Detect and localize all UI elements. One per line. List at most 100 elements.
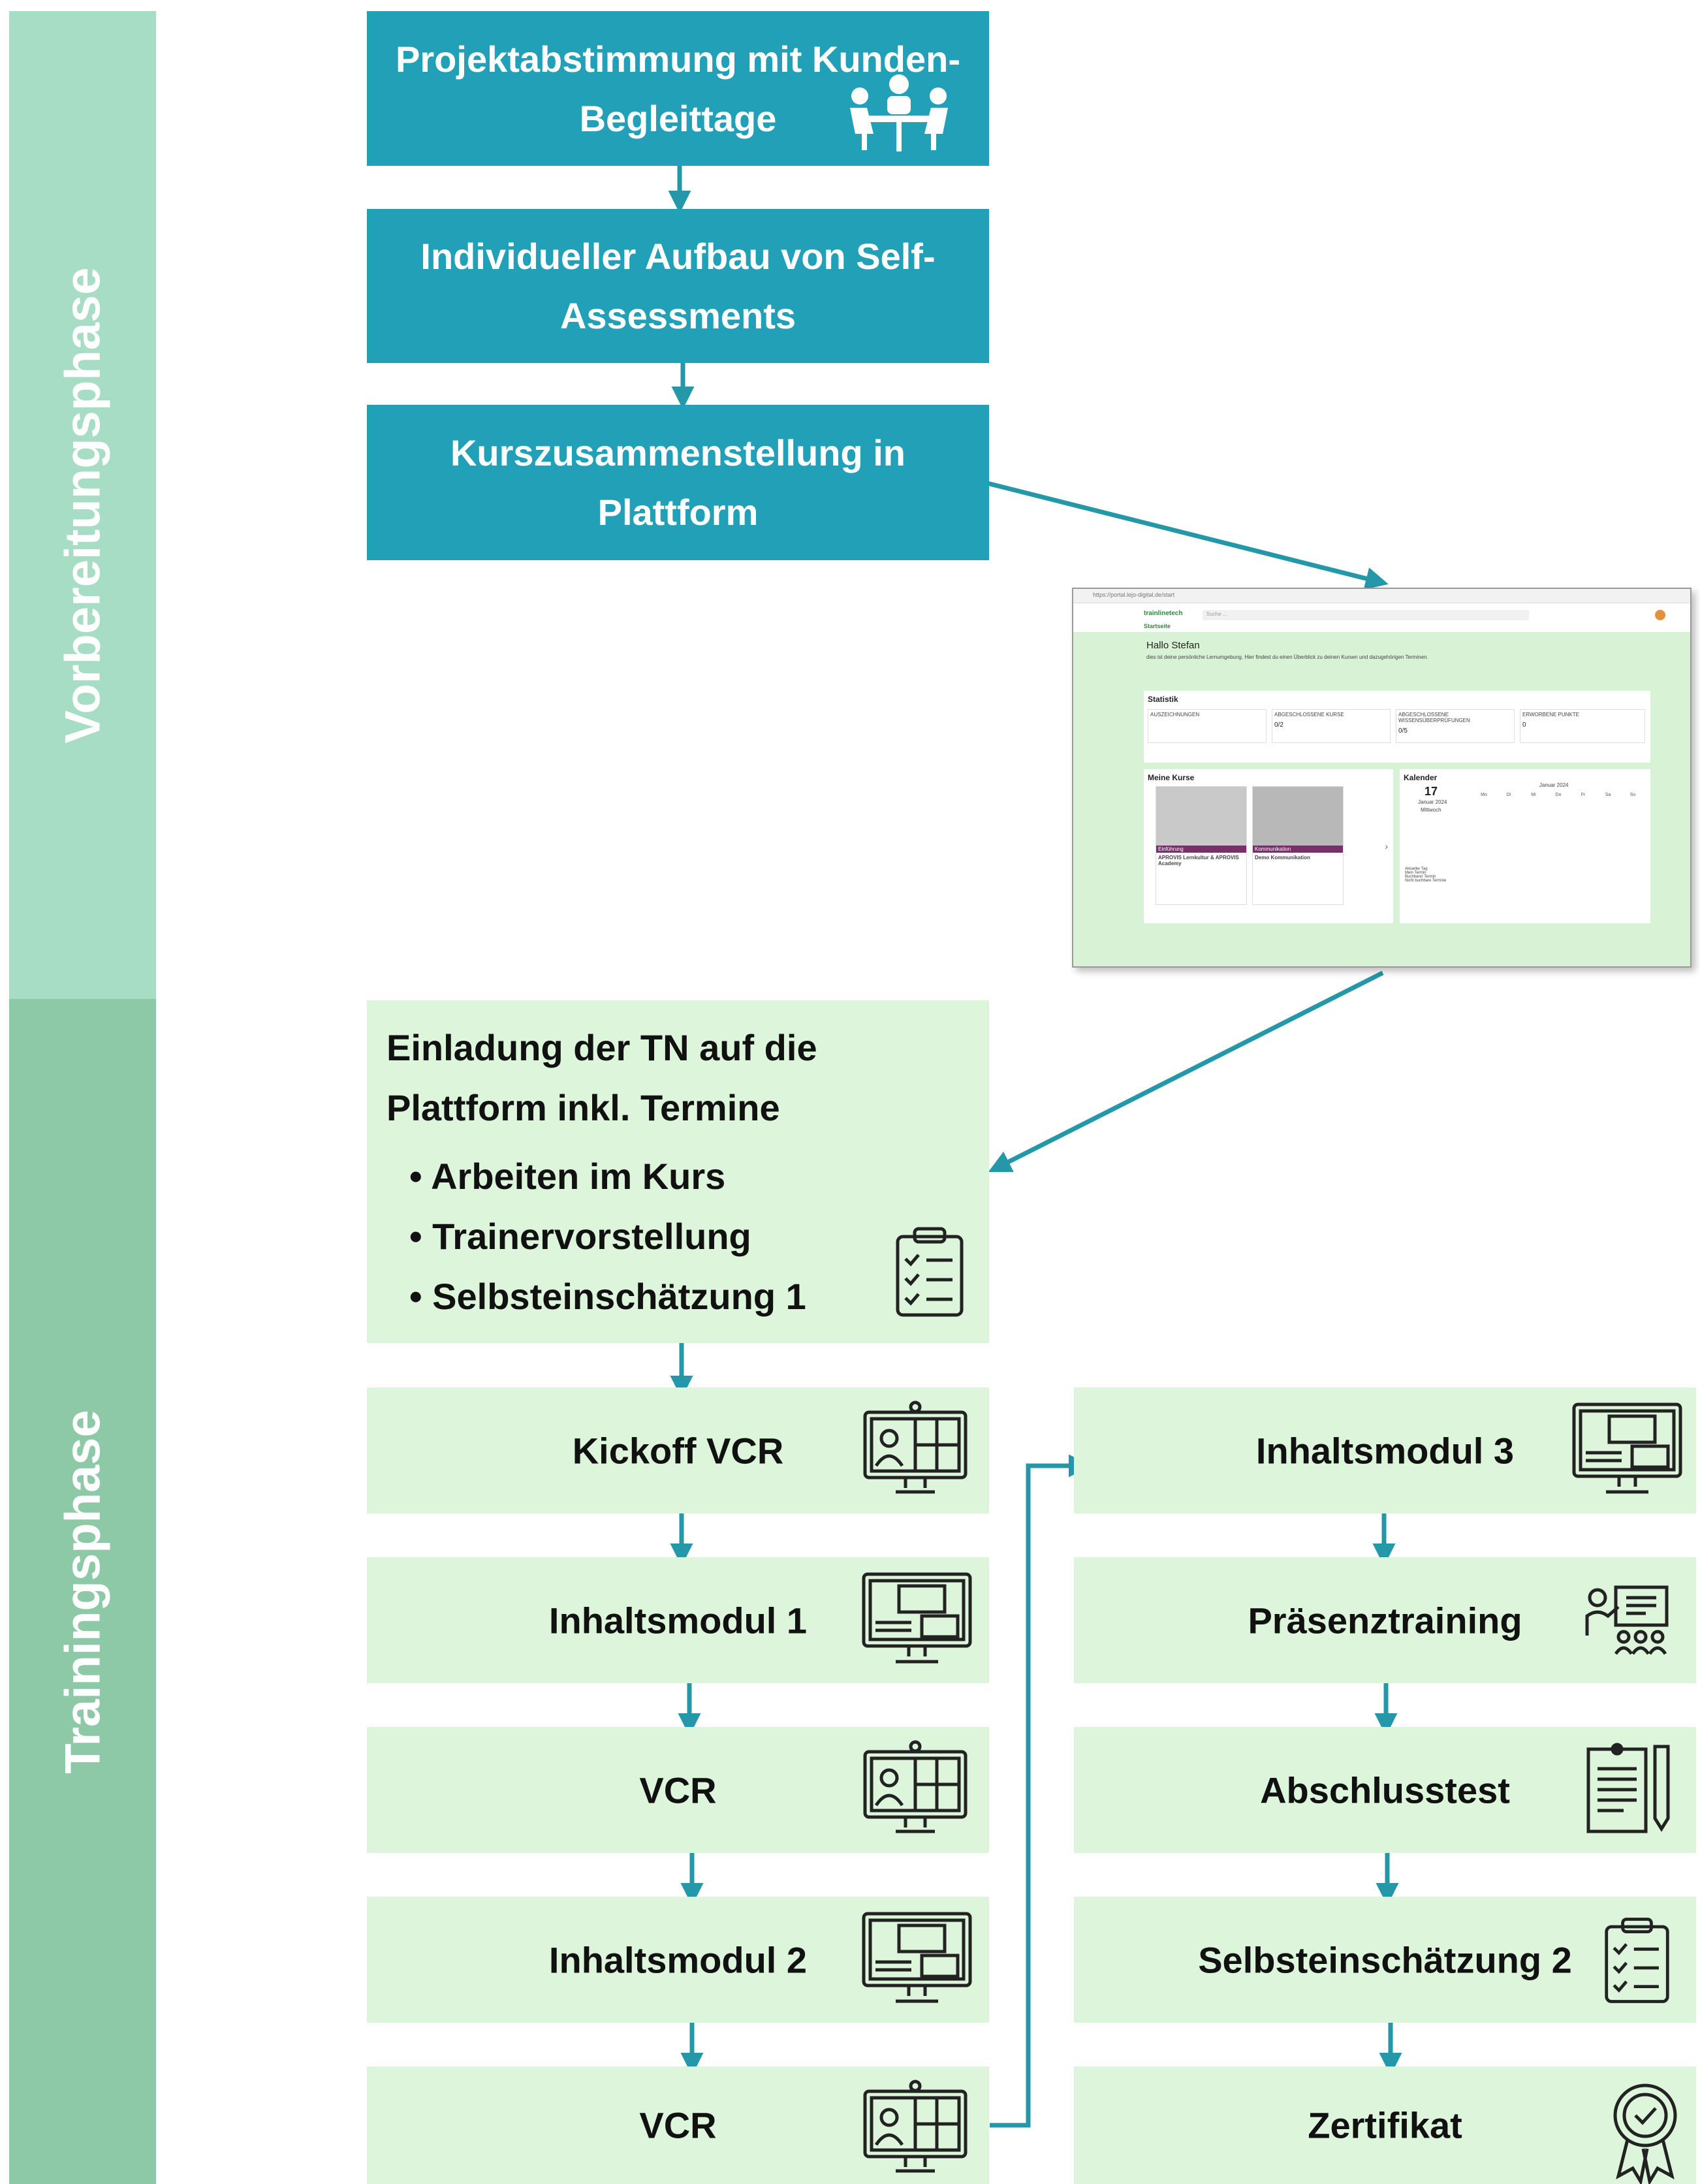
stat-label: ABGESCHLOSSENE WISSENSÜBERPRÜFUNGEN: [1398, 712, 1470, 723]
elearning-monitor-icon: [1572, 1402, 1682, 1494]
platform-search[interactable]: Suche ...: [1203, 610, 1529, 620]
bullet-text: Trainervorstellung: [432, 1216, 751, 1257]
step-content-module-1-label: Inhaltsmodul 1: [548, 1600, 808, 1641]
prep-step-project-alignment: Projektabstimmung mit Kunden- Begleittag…: [367, 11, 989, 166]
course-tag-2: Kommunikation: [1253, 846, 1343, 853]
stat-label: ABGESCHLOSSENE KURSE: [1274, 712, 1344, 718]
clipboard-checklist-icon: [896, 1227, 964, 1317]
bullet-text: Selbsteinschätzung 1: [432, 1276, 806, 1317]
bullet-item: • Arbeiten im Kurs: [409, 1156, 726, 1197]
calendar-legend: Aktueller Tag Mein Termin Buchbarer Term…: [1405, 867, 1446, 883]
prep-step-self-assessment: Individueller Aufbau von Self- Assessmen…: [367, 209, 989, 363]
course-tile-1[interactable]: Einführung APROVIS Lernkultur & APROVIS …: [1156, 786, 1247, 905]
exam-document-icon: [1586, 1743, 1670, 1833]
platform-search-placeholder: Suche ...: [1206, 611, 1227, 617]
platform-nav-home[interactable]: Startseite: [1144, 623, 1171, 629]
video-conference-icon: [863, 1740, 968, 1833]
prep-step-2-line2: Assessments: [559, 295, 796, 336]
prep-step-course-setup: Kurszusammenstellung in Plattform: [367, 405, 989, 560]
step-certificate-label: Zertifikat: [1308, 2104, 1462, 2146]
step-vcr-2: VCR: [367, 2066, 989, 2184]
prep-step-1-line2: Begleittage: [579, 97, 777, 139]
weekday: Mo: [1481, 793, 1487, 797]
weekday: Mi: [1531, 793, 1536, 797]
my-courses-title: Meine Kurse: [1148, 773, 1195, 782]
calendar-title: Kalender: [1404, 773, 1438, 782]
elearning-monitor-icon: [862, 1912, 972, 2003]
platform-screenshot: https://portal.lejo-digital.de/start tra…: [1072, 588, 1692, 968]
step-certificate: Zertifikat: [1074, 2066, 1696, 2184]
calendar-grid: Mo Di Mi Do Fr Sa So: [1472, 793, 1645, 797]
stat-value: 0/2: [1274, 721, 1283, 729]
weekday: Di: [1506, 793, 1511, 797]
preparation-phase-band: Vorbereitungsphase: [9, 11, 156, 999]
dashboard-intro: dies ist deine persönliche Lernumgebung.…: [1146, 654, 1428, 660]
step-content-module-2: Inhaltsmodul 2: [367, 1897, 989, 2023]
calendar-date: Januar 2024: [1418, 799, 1447, 805]
video-conference-icon: [863, 2080, 968, 2173]
calendar-day: 17: [1425, 785, 1438, 798]
legend-item: Aktueller Tag: [1405, 867, 1428, 871]
stat-tests: ABGESCHLOSSENE WISSENSÜBERPRÜFUNGEN 0/5: [1396, 709, 1515, 743]
stat-awards: AUSZEICHNUNGEN: [1148, 709, 1267, 743]
user-avatar[interactable]: [1655, 610, 1665, 620]
course-image-1: [1156, 787, 1246, 846]
video-conference-icon: [863, 1401, 968, 1494]
course-image-2: [1253, 787, 1343, 846]
platform-header: trainlinetech Suche ... Startseite: [1073, 603, 1690, 632]
weekday: Do: [1555, 793, 1562, 797]
platform-brand: trainlinetech: [1144, 610, 1183, 617]
invitation-box: Einladung der TN auf die Plattform inkl.…: [367, 1000, 989, 1343]
elearning-monitor-icon: [862, 1572, 972, 1664]
step-content-module-3: Inhaltsmodul 3: [1074, 1387, 1696, 1513]
training-phase-band: Trainingsphase: [9, 999, 156, 2184]
course-tile-2[interactable]: Kommunikation Demo Kommunikation: [1252, 786, 1344, 905]
meeting-icon: [850, 74, 948, 151]
stat-label: AUSZEICHNUNGEN: [1150, 712, 1200, 718]
invitation-line1: Einladung der TN auf die: [386, 1027, 817, 1068]
legend-item: Nicht buchbare Termine: [1405, 879, 1447, 883]
weekday: Sa: [1605, 793, 1611, 797]
clipboard-checklist-icon: [1605, 1918, 1669, 2003]
arrow-10: [990, 1454, 1092, 2128]
step-content-module-3-label: Inhaltsmodul 3: [1255, 1430, 1515, 1471]
calendar-weekday: Mittwoch: [1421, 807, 1441, 813]
stat-label: ERWORBENE PUNKTE: [1522, 712, 1579, 718]
course-name-1: APROVIS Lernkultur & APROVIS Academy: [1158, 855, 1239, 866]
dashboard-greeting: Hallo Stefan: [1146, 640, 1200, 651]
step-content-module-1: Inhaltsmodul 1: [367, 1557, 989, 1683]
step-self-assessment-2: Selbsteinschätzung 2: [1074, 1897, 1696, 2023]
stat-value: 0/5: [1398, 727, 1408, 735]
calendar-card: Kalender 17 Januar 2024 Mittwoch Januar …: [1400, 769, 1650, 923]
step-kickoff-vcr: Kickoff VCR: [367, 1387, 989, 1513]
step-vcr-2-label: VCR: [639, 2104, 717, 2146]
arrow-3: [986, 481, 1389, 590]
weekday: Fr: [1581, 793, 1586, 797]
step-presence-training: Präsenztraining: [1074, 1557, 1696, 1683]
statistics-title: Statistik: [1148, 695, 1178, 704]
statistics-card: Statistik AUSZEICHNUNGEN ABGESCHLOSSENE …: [1144, 691, 1650, 763]
prep-step-1-line1: Projektabstimmung mit Kunden-: [396, 38, 960, 80]
step-vcr-1-label: VCR: [639, 1769, 717, 1811]
prep-step-2-line1: Individueller Aufbau von Self-: [420, 236, 936, 277]
browser-url-bar: https://portal.lejo-digital.de/start: [1073, 589, 1690, 603]
invitation-line2: Plattform inkl. Termine: [386, 1087, 780, 1128]
prep-step-3-line2: Plattform: [597, 492, 759, 533]
platform-dashboard: Hallo Stefan dies ist deine persönliche …: [1073, 632, 1690, 966]
step-content-module-2-label: Inhaltsmodul 2: [548, 1939, 808, 1980]
calendar-month: Januar 2024: [1539, 782, 1569, 788]
step-presence-training-label: Präsenztraining: [1248, 1600, 1522, 1641]
course-tag-1: Einführung: [1156, 846, 1246, 853]
chevron-right-icon[interactable]: ›: [1385, 841, 1388, 851]
stat-value: 0: [1522, 721, 1526, 729]
stat-points: ERWORBENE PUNKTE 0: [1520, 709, 1645, 743]
step-kickoff-vcr-label: Kickoff VCR: [572, 1430, 784, 1471]
stat-courses: ABGESCHLOSSENE KURSE 0/2: [1272, 709, 1391, 743]
presentation-training-icon: [1585, 1585, 1669, 1655]
invitation-bullets: • Arbeiten im Kurs • Trainervorstellung …: [409, 1147, 806, 1327]
step-self-assessment-2-label: Selbsteinschätzung 2: [1198, 1939, 1572, 1980]
prep-step-3-line1: Kurszusammenstellung in: [450, 432, 906, 473]
my-courses-card: Meine Kurse Einführung APROVIS Lernkultu…: [1144, 769, 1393, 923]
legend-item: Buchbarer Termin: [1405, 875, 1436, 879]
bullet-text: Arbeiten im Kurs: [431, 1156, 726, 1197]
